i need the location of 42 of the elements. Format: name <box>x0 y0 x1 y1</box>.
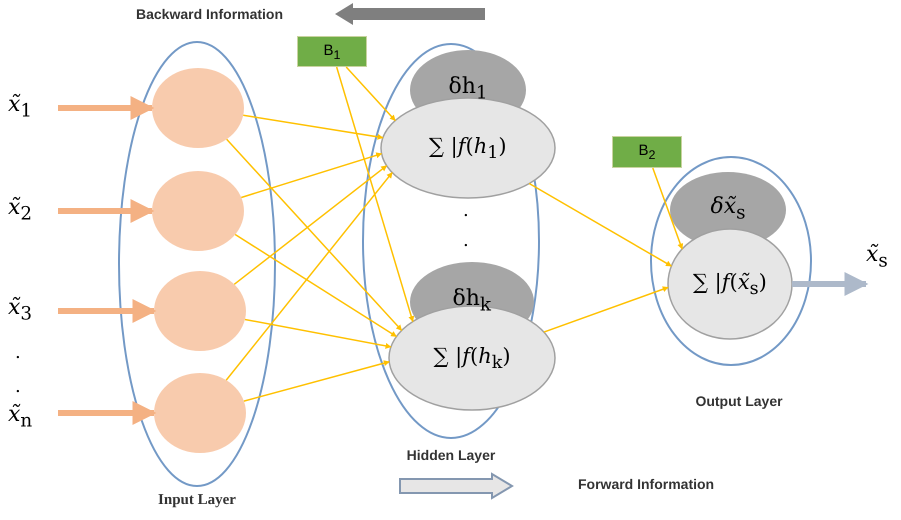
direction-label: Forward Information <box>578 476 714 492</box>
arrow <box>58 401 156 425</box>
direction-label: Backward Information <box>136 6 284 22</box>
arrow <box>226 172 393 381</box>
arrow <box>528 182 672 267</box>
bias-label: B$_{2}$ <box>638 142 656 162</box>
error-term: δh$_{k}$ <box>452 286 492 315</box>
ellipsis-dot: . <box>463 200 469 221</box>
layer-label: Hidden Layer <box>406 447 496 463</box>
arrow <box>244 360 390 402</box>
arrow <box>652 168 684 250</box>
arrow <box>346 66 396 122</box>
bias-label: B$_{1}$ <box>322 42 342 62</box>
variable-label: x̃$_{1}$ <box>8 92 32 122</box>
error-term: δh$_{1}$ <box>448 74 488 103</box>
activation-formula: ∑ |f(h$_{1}$) <box>429 134 507 163</box>
arrow <box>58 96 154 120</box>
arrow <box>58 199 154 223</box>
ellipsis-dot: . <box>15 376 21 397</box>
arrow <box>58 299 156 323</box>
arrow <box>792 272 868 296</box>
variable-label: x̃$_{n}$ <box>8 402 32 432</box>
ellipsis-dot: . <box>463 230 469 251</box>
variable-label: x̃$_{s}$ <box>866 242 888 272</box>
variable-label: x̃$_{2}$ <box>8 195 32 224</box>
arrow <box>234 234 397 338</box>
arrow <box>243 114 384 140</box>
arrow <box>234 165 388 285</box>
activation-formula: ∑ |f(h$_{k}$) <box>434 344 511 373</box>
bias-box <box>612 136 682 168</box>
arrow <box>244 318 392 349</box>
arrow <box>336 66 414 322</box>
arrow <box>241 152 382 198</box>
variable-label: x̃$_{3}$ <box>8 295 32 324</box>
ellipsis-dot: . <box>15 342 21 363</box>
error-term: δx̃$_{s}$ <box>710 194 746 223</box>
layer-label: Input Layer <box>157 492 237 509</box>
arrow <box>226 138 402 331</box>
bias-box <box>297 36 367 67</box>
layer-label: Output Layer <box>694 393 784 409</box>
activation-formula: ∑ |f(x̃$_{s}$) <box>693 270 767 299</box>
arrow <box>544 286 669 333</box>
